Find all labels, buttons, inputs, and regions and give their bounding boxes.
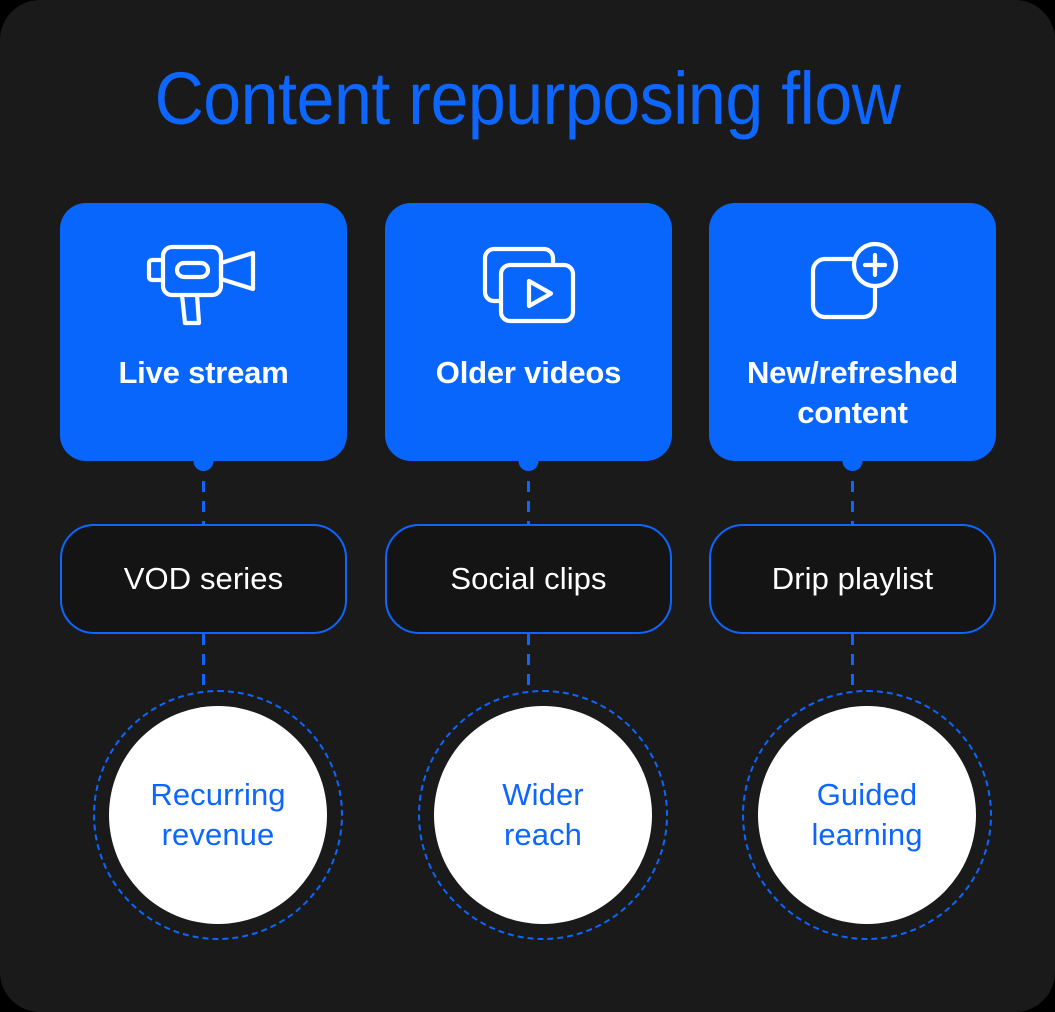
outcome-label-line1: Guided xyxy=(816,776,918,812)
outcome-disc: Recurring revenue xyxy=(109,706,327,924)
format-pill-vod-series[interactable]: VOD series xyxy=(60,524,347,634)
page-title: Content repurposing flow xyxy=(154,57,901,140)
outcome-label-line2: learning xyxy=(811,817,923,852)
outcome-label: Recurring revenue xyxy=(123,775,313,856)
outcome-label: Wider reach xyxy=(448,775,638,856)
outcome-label-line1: Wider xyxy=(502,776,584,812)
source-card-label: New/refreshed content xyxy=(720,353,985,432)
outcome-circle-guided-learning[interactable]: Guided learning xyxy=(742,690,992,940)
format-pill-drip-playlist[interactable]: Drip playlist xyxy=(709,524,996,634)
format-pill-label: Drip playlist xyxy=(771,561,934,596)
source-card-label: Older videos xyxy=(435,355,622,390)
format-pill-label: Social clips xyxy=(450,561,607,596)
outcome-label-line2: reach xyxy=(503,817,583,852)
outcome-disc: Wider reach xyxy=(434,706,652,924)
flow-column-older-videos: Older videos Social clips Wider reach xyxy=(385,0,672,1012)
add-content-icon xyxy=(805,239,901,331)
video-stack-play-icon xyxy=(477,239,581,331)
format-pill-label: VOD series xyxy=(123,561,284,596)
source-card-live-stream[interactable]: Live stream xyxy=(60,203,347,461)
outcome-label-line1: Recurring xyxy=(150,776,286,812)
source-card-label: Live stream xyxy=(118,355,289,390)
video-camera-icon xyxy=(146,239,262,331)
flow-column-live-stream: Live stream VOD series Recurring revenue xyxy=(60,0,347,1012)
format-pill-social-clips[interactable]: Social clips xyxy=(385,524,672,634)
outcome-label: Guided learning xyxy=(772,775,962,856)
outcome-dashed-ring xyxy=(93,690,343,940)
outcome-circle-wider-reach[interactable]: Wider reach xyxy=(418,690,668,940)
outcome-circle-recurring-revenue[interactable]: Recurring revenue xyxy=(93,690,343,940)
outcome-disc: Guided learning xyxy=(758,706,976,924)
source-card-older-videos[interactable]: Older videos xyxy=(385,203,672,461)
outcome-dashed-ring xyxy=(418,690,668,940)
flow-column-new-refreshed-content: New/refreshed content Drip playlist Guid… xyxy=(709,0,996,1012)
outcome-dashed-ring xyxy=(742,690,992,940)
source-card-label-text: New/refreshed content xyxy=(746,355,959,430)
outcome-label-line2: revenue xyxy=(161,817,275,852)
source-card-new-refreshed-content[interactable]: New/refreshed content xyxy=(709,203,996,461)
